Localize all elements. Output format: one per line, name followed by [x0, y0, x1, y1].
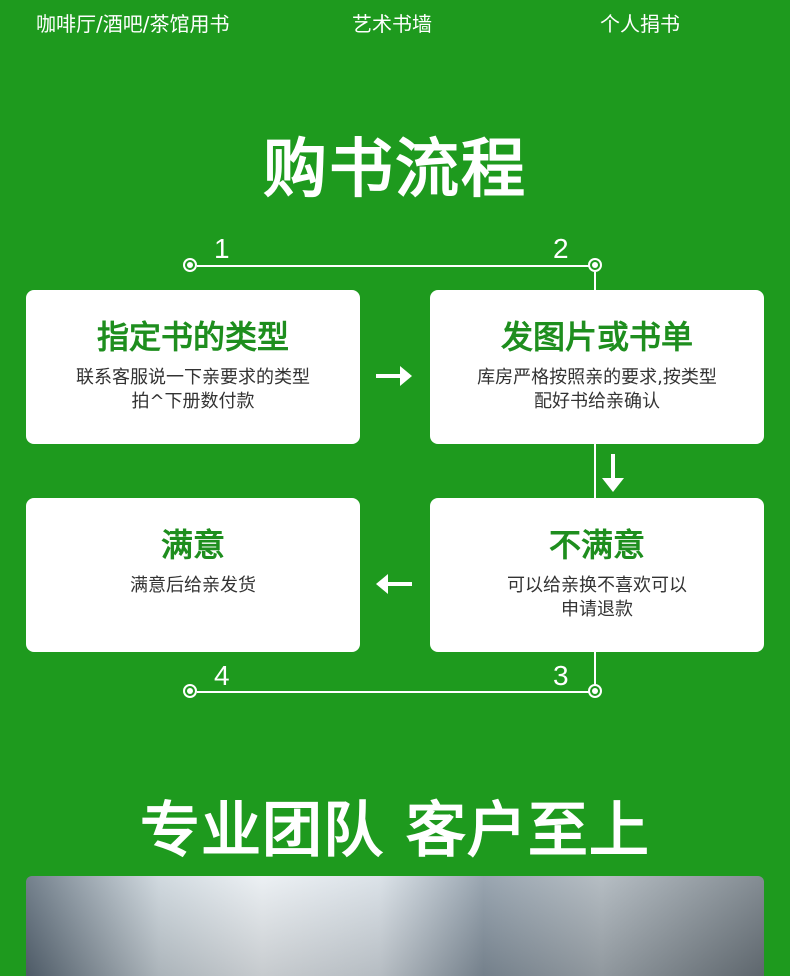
arrow-down-icon — [602, 454, 624, 492]
step-card-title: 发图片或书单 — [500, 318, 693, 356]
process-title: 购书流程 — [263, 133, 527, 207]
step-card-3: 不满意 可以给亲换不喜欢可以 申请退款 — [430, 498, 764, 652]
top-nav: 咖啡厅/酒吧/茶馆用书 艺术书墙 个人捐书 — [0, 0, 790, 40]
team-photo — [26, 876, 764, 976]
connector-right-top — [594, 272, 596, 292]
step-card-desc-line: 库房严格按照亲的要求,按类型 — [477, 367, 717, 388]
step-card-title: 指定书的类型 — [96, 318, 289, 356]
step-number-2: 2 — [553, 233, 569, 264]
step-card-title: 不满意 — [548, 526, 645, 564]
step-card-title: 满意 — [160, 526, 225, 564]
step-card-desc: 联系客服说一下亲要求的类型 拍^下册数付款 — [26, 366, 360, 414]
step-dot-icon — [183, 684, 197, 698]
team-photo-shade — [26, 876, 764, 976]
arrow-right-icon — [376, 366, 412, 386]
step-card-desc-line: 可以给亲换不喜欢可以 — [507, 575, 687, 596]
step-card-desc-line: 联系客服说一下亲要求的类型 — [76, 367, 310, 388]
nav-item-art-bookwall[interactable]: 艺术书墙 — [352, 12, 432, 36]
nav-item-personal-donation[interactable]: 个人捐书 — [600, 12, 680, 36]
step-card-4: 满意 满意后给亲发货 — [26, 498, 360, 652]
step-number-3: 3 — [553, 660, 569, 691]
nav-item-cafe-bar-teahouse[interactable]: 咖啡厅/酒吧/茶馆用书 — [36, 12, 230, 36]
team-title: 专业团队 客户至上 — [140, 796, 650, 866]
step-dot-icon — [588, 258, 602, 272]
step-number-1: 1 — [214, 233, 230, 264]
connector-right-middle — [594, 443, 596, 499]
step-card-desc-line: 配好书给亲确认 — [534, 391, 660, 412]
step-card-desc: 满意后给亲发货 — [26, 574, 360, 598]
connector-right-bottom — [594, 651, 596, 685]
step-card-desc-line: 满意后给亲发货 — [130, 575, 256, 596]
step-card-desc-line: 申请退款 — [561, 599, 633, 620]
step-number-4: 4 — [214, 660, 230, 691]
step-dot-icon — [183, 258, 197, 272]
step-card-desc-line: 拍^下册数付款 — [131, 391, 255, 412]
connector-bottom — [197, 691, 593, 693]
step-card-desc: 可以给亲换不喜欢可以 申请退款 — [430, 574, 764, 622]
step-card-desc: 库房严格按照亲的要求,按类型 配好书给亲确认 — [430, 366, 764, 414]
step-dot-icon — [588, 684, 602, 698]
step-card-2: 发图片或书单 库房严格按照亲的要求,按类型 配好书给亲确认 — [430, 290, 764, 444]
connector-top — [197, 265, 593, 267]
step-card-1: 指定书的类型 联系客服说一下亲要求的类型 拍^下册数付款 — [26, 290, 360, 444]
arrow-left-icon — [376, 574, 412, 594]
